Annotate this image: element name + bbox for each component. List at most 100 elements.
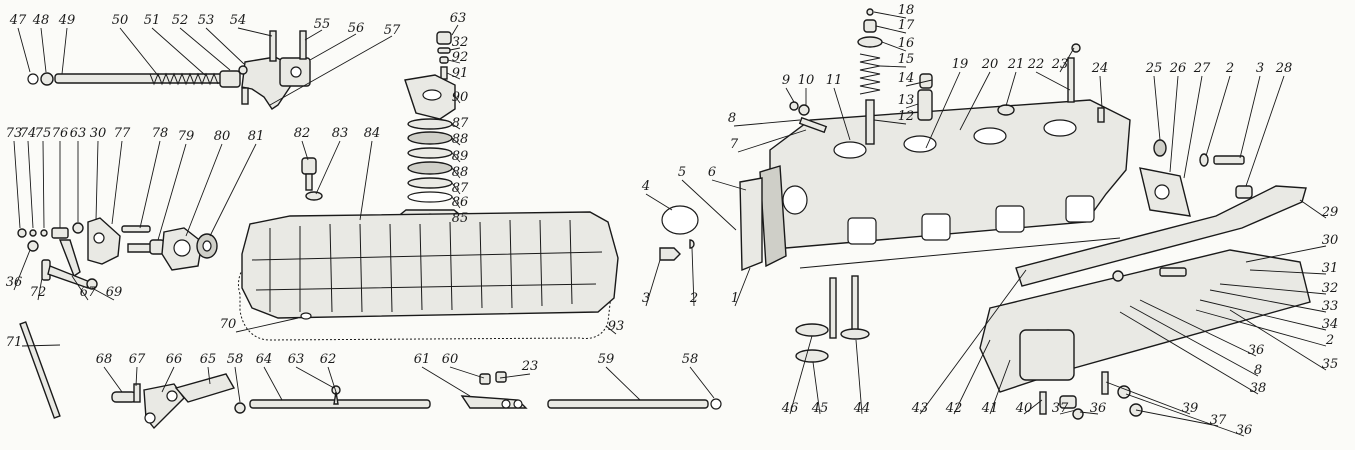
callout-c91: 91 [452, 66, 469, 81]
callout-c29: 29 [1321, 205, 1339, 220]
callout-c27: 27 [1193, 61, 1211, 76]
callout-c63c: 63 [288, 352, 305, 367]
callout-c74: 74 [20, 126, 37, 141]
callout-c46: 46 [781, 401, 799, 416]
callout-c36a: 36 [6, 275, 23, 290]
callout-c54: 54 [230, 13, 247, 28]
callout-c36c: 36 [1236, 423, 1253, 438]
callout-c13: 13 [898, 93, 915, 108]
callout-c43: 43 [911, 401, 929, 416]
callout-c62: 62 [320, 352, 337, 367]
callout-c92: 92 [452, 50, 469, 65]
callout-c58b: 58 [682, 352, 699, 367]
callout-c5: 5 [678, 165, 686, 180]
callout-c2a: 2 [689, 291, 698, 306]
callout-c2b: 2 [1225, 61, 1234, 76]
callout-c48: 48 [32, 13, 50, 28]
callout-c8b: 8 [1254, 363, 1262, 378]
callout-c16: 16 [898, 36, 915, 51]
callout-c73: 73 [6, 126, 23, 141]
callout-c36b: 36 [1248, 343, 1265, 358]
callout-c42: 42 [945, 401, 963, 416]
callout-c56: 56 [348, 21, 365, 36]
callout-c21: 21 [1007, 57, 1025, 72]
callout-c50: 50 [112, 13, 129, 28]
callout-c14: 14 [898, 71, 915, 86]
callout-c6: 6 [708, 165, 716, 180]
callout-c20: 20 [981, 57, 999, 72]
callout-c59: 59 [598, 352, 615, 367]
callout-c31: 31 [1322, 261, 1339, 276]
callout-c51: 51 [144, 13, 161, 28]
callout-c71: 71 [6, 335, 23, 350]
callout-c32b: 32 [1322, 281, 1339, 296]
callout-c81: 81 [248, 129, 265, 144]
callout-c84: 84 [364, 126, 381, 141]
callout-c83: 83 [332, 126, 349, 141]
callout-c57: 57 [384, 23, 401, 38]
callout-c38: 38 [1250, 381, 1267, 396]
callout-c67a: 67 [80, 285, 97, 300]
callout-c34: 34 [1322, 317, 1339, 332]
callout-c85: 85 [452, 211, 469, 226]
callout-c22: 22 [1027, 57, 1045, 72]
callout-c35: 35 [1322, 357, 1339, 372]
callout-c77: 77 [114, 126, 131, 141]
callout-c11: 11 [826, 73, 843, 88]
callout-c18: 18 [898, 3, 915, 18]
rocker-shaft-assembly [17, 27, 393, 110]
callout-c9: 9 [782, 73, 790, 88]
head-top-parts [925, 43, 1285, 217]
callout-c55: 55 [314, 17, 331, 32]
callout-c63a: 63 [450, 11, 467, 26]
callout-c68: 68 [96, 352, 113, 367]
callout-c7: 7 [730, 137, 739, 152]
callout-c19: 19 [952, 57, 969, 72]
callout-c3b: 3 [1256, 61, 1264, 76]
throttle-linkage-parts [13, 140, 257, 419]
callout-c23b: 23 [521, 359, 539, 374]
callout-c82: 82 [294, 126, 311, 141]
callout-c32a: 32 [452, 35, 469, 50]
valve-spring-stack [733, 8, 933, 153]
callout-c67b: 67 [129, 352, 146, 367]
callout-c69: 69 [106, 285, 123, 300]
callout-c33: 33 [1322, 299, 1339, 314]
callout-c61: 61 [414, 352, 431, 367]
callout-c17: 17 [898, 18, 915, 33]
callout-c88b: 88 [452, 165, 469, 180]
callout-c25: 25 [1145, 61, 1163, 76]
callout-c1: 1 [731, 291, 739, 306]
callout-c75: 75 [35, 126, 52, 141]
callout-c78: 78 [152, 126, 169, 141]
callout-c66: 66 [166, 352, 183, 367]
callout-c86: 86 [452, 195, 469, 210]
callout-c52: 52 [172, 13, 189, 28]
callout-c41: 41 [981, 401, 999, 416]
callout-c47: 47 [9, 13, 27, 28]
callout-c37b: 37 [1052, 401, 1069, 416]
manifold-assembly [789, 185, 1327, 437]
callout-c30a: 30 [90, 126, 107, 141]
callout-c4: 4 [641, 179, 650, 194]
callout-c36d: 36 [1090, 401, 1107, 416]
callout-c10: 10 [798, 73, 815, 88]
callout-c44: 44 [853, 401, 871, 416]
callout-c80: 80 [214, 129, 231, 144]
callout-c23a: 23 [1051, 57, 1069, 72]
callout-c58a: 58 [227, 352, 244, 367]
callout-c49: 49 [58, 13, 76, 28]
callout-c26: 26 [1169, 61, 1187, 76]
callout-c53: 53 [198, 13, 215, 28]
callout-c12: 12 [898, 109, 915, 124]
callout-c30b: 30 [1322, 233, 1339, 248]
cylinder-head [645, 99, 1131, 363]
callout-c15: 15 [898, 52, 915, 67]
callout-c89: 89 [452, 149, 469, 164]
callout-c3a: 3 [642, 291, 650, 306]
callout-c37a: 37 [1210, 413, 1227, 428]
callout-c45: 45 [811, 401, 829, 416]
